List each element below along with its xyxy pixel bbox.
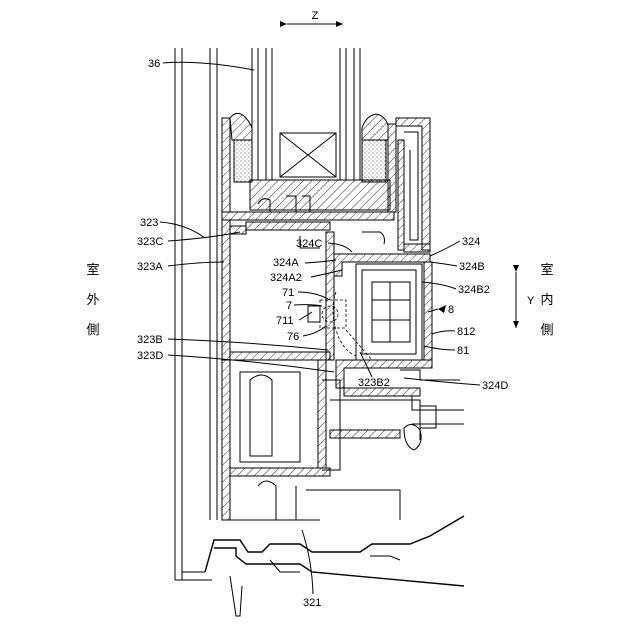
label-323: 323 [140, 217, 158, 229]
label-36: 36 [148, 58, 160, 70]
z-axis-arrow: Z [287, 10, 343, 24]
setting-block [250, 180, 390, 210]
lower-extrusion [222, 360, 420, 520]
reference-labels: 36 323 323C 323A 323B 323D 324C 324A 324… [137, 58, 508, 609]
outdoor-char-1: 室 [86, 262, 99, 278]
label-323B2: 323B2 [358, 377, 390, 389]
indoor-char-1: 室 [540, 262, 553, 278]
label-323C: 323C [137, 236, 163, 248]
outdoor-char-2: 外 [86, 293, 99, 308]
outdoor-side-label: 室 外 側 [86, 262, 99, 338]
label-324B: 324B [459, 261, 485, 273]
label-8: 8 [448, 304, 454, 316]
label-324: 324 [462, 236, 480, 248]
arrow-8-icon [438, 305, 446, 313]
outdoor-char-3: 側 [86, 323, 99, 338]
label-812: 812 [457, 326, 475, 338]
label-324C: 324C [296, 238, 322, 250]
indoor-side-label: 室 内 側 [540, 262, 553, 338]
label-323B: 323B [137, 334, 163, 346]
glazing-gaskets [230, 113, 388, 182]
label-711: 711 [276, 315, 294, 327]
indoor-char-2: 内 [540, 292, 553, 308]
label-323A: 323A [137, 261, 163, 273]
label-324D: 324D [482, 380, 508, 392]
label-324A: 324A [273, 257, 299, 269]
outer-frame [175, 48, 217, 580]
label-324B2: 324B2 [458, 284, 490, 296]
label-324A2: 324A2 [270, 272, 302, 284]
glass-panes [252, 48, 360, 180]
label-7: 7 [286, 300, 292, 312]
label-81: 81 [457, 345, 469, 357]
label-323D: 323D [137, 350, 163, 362]
y-axis-label: Y [527, 295, 535, 307]
label-71: 71 [282, 287, 294, 299]
bottom-sill-321 [205, 516, 464, 616]
z-axis-label: Z [312, 10, 319, 22]
label-76: 76 [287, 331, 299, 343]
indoor-char-3: 側 [540, 323, 553, 338]
y-axis-arrow: Y [516, 272, 535, 328]
lock-unit-8 [356, 264, 422, 360]
label-321: 321 [303, 597, 321, 609]
